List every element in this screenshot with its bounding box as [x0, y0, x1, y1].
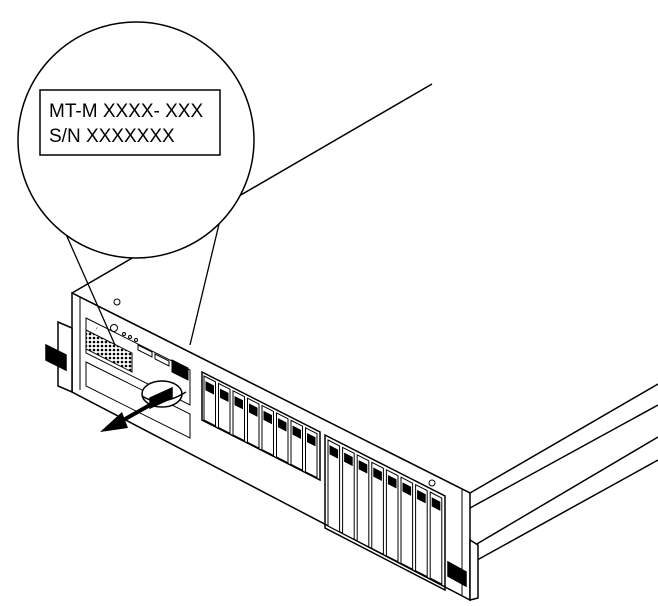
drive-latch-icon [329, 445, 339, 459]
label-serial-number: S/N XXXXXXX [49, 126, 175, 147]
drive-bay-group-2 [324, 433, 446, 592]
drive-bay-slot [429, 491, 443, 585]
vga-port [171, 359, 189, 381]
drive-latch-icon [373, 467, 382, 482]
drive-latch-icon [402, 482, 412, 496]
drive-latch-icon [417, 489, 426, 504]
drive-bay-group-1 [201, 370, 321, 482]
drive-latch-icon [234, 395, 243, 410]
drive-latch-icon [292, 425, 301, 440]
drive-bay-slot [385, 468, 399, 563]
drive-latch-icon [307, 432, 316, 447]
drive-latch-icon [358, 460, 368, 474]
drive-bay-slot [342, 446, 355, 541]
drive-bay-slot [356, 454, 370, 548]
drive-latch-icon [249, 403, 258, 417]
right-rack-ear [447, 538, 479, 601]
label-machine-type: MT-M XXXX- XXX [49, 101, 203, 122]
drive-latch-icon [344, 452, 353, 467]
drive-latch-icon [220, 388, 229, 403]
drive-latch-icon [263, 410, 272, 425]
drive-bay-slot [371, 461, 384, 556]
usb-port [154, 353, 170, 367]
pull-out-tab [141, 380, 187, 410]
screw-icon [113, 298, 121, 306]
left-rack-ear [45, 320, 73, 394]
power-button-icon [110, 324, 118, 332]
drive-latch-icon [205, 381, 214, 395]
drive-latch-icon [278, 418, 287, 432]
drive-latch-icon [431, 497, 441, 511]
drive-bay-slot [400, 476, 414, 570]
product-label [39, 89, 221, 156]
usb-port [137, 344, 153, 358]
screw-icon [428, 479, 436, 487]
svg-text:!: ! [94, 326, 98, 332]
magnifier-callout: MT-M XXXX- XXX S/N XXXXXXX [17, 21, 255, 346]
drive-latch-icon [387, 474, 397, 489]
pull-arrow-icon [100, 403, 151, 432]
drive-bay-slot [415, 483, 428, 578]
drive-bay-slot [327, 439, 341, 533]
